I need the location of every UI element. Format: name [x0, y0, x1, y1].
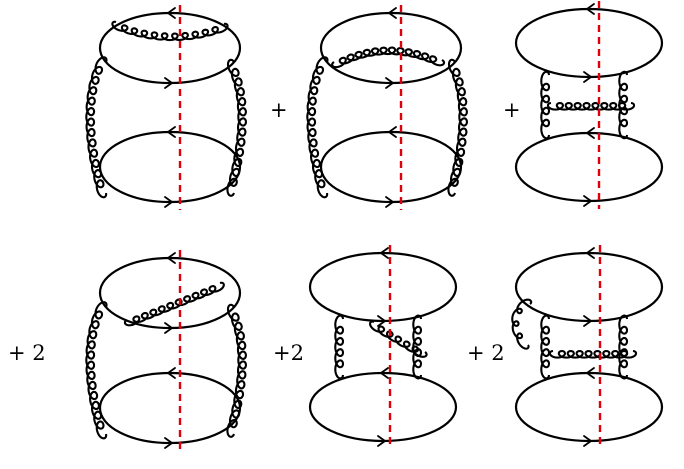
gluon-line	[123, 281, 225, 327]
fermion-loop	[98, 11, 242, 85]
diagram-2	[306, 5, 468, 210]
gluon-line	[369, 320, 428, 358]
gluon-line	[331, 46, 446, 69]
fermion-arrow	[164, 437, 174, 449]
fermion-loop	[319, 130, 463, 204]
gluon-line	[85, 56, 108, 199]
diagram-3	[514, 1, 664, 209]
diagram-4	[85, 250, 247, 451]
fermion-arrow	[379, 367, 389, 379]
fermion-arrow	[583, 195, 593, 207]
fermion-arrow	[377, 435, 387, 447]
diagram-1	[85, 5, 247, 210]
gluon-line	[447, 58, 468, 197]
plus-two-operator: + 2	[467, 341, 505, 365]
gluon-line	[548, 349, 638, 359]
fermion-arrow	[164, 322, 174, 334]
fermion-loop	[308, 251, 458, 323]
plus-two-operator: +2	[273, 341, 304, 365]
fermion-arrow	[585, 367, 595, 379]
fermion-arrow	[166, 252, 176, 264]
fermion-arrow	[585, 3, 595, 15]
gluon-line	[111, 20, 229, 42]
fermion-arrow	[377, 315, 387, 327]
fermion-arrow	[585, 247, 595, 259]
fermion-arrow	[385, 196, 395, 208]
gluon-line	[540, 314, 551, 380]
gluon-line	[306, 56, 329, 199]
fermion-arrow	[385, 77, 395, 89]
fermion-arrow	[379, 247, 389, 259]
fermion-arrow	[387, 7, 397, 19]
fermion-loop	[308, 371, 458, 443]
fermion-arrow	[166, 126, 176, 138]
fermion-loop	[98, 256, 242, 330]
fermion-loop	[514, 7, 664, 79]
fermion-arrow	[583, 435, 593, 447]
gluon-line	[540, 70, 551, 140]
diagram-5	[308, 245, 458, 449]
fermion-loop	[98, 130, 242, 204]
fermion-loop	[319, 11, 463, 85]
fermion-arrow	[164, 196, 174, 208]
gluon-line	[618, 314, 629, 380]
fermion-loop	[514, 371, 664, 443]
plus-operator: +	[503, 98, 521, 122]
fermion-arrow	[387, 126, 397, 138]
gluon-line	[511, 298, 533, 350]
fermion-arrow	[164, 77, 174, 89]
fermion-loop	[514, 251, 664, 323]
fermion-arrow	[166, 7, 176, 19]
gluon-line	[546, 101, 636, 111]
fermion-arrow	[583, 71, 593, 83]
plus-two-operator: + 2	[8, 341, 46, 365]
fermion-arrow	[585, 127, 595, 139]
fermion-loop	[514, 131, 664, 203]
fermion-arrow	[166, 367, 176, 379]
plus-operator: +	[270, 98, 288, 122]
gluon-line	[334, 314, 345, 380]
gluon-line	[226, 303, 247, 438]
gluon-line	[226, 58, 247, 197]
fermion-arrow	[583, 315, 593, 327]
gluon-line	[85, 301, 108, 440]
fermion-loop	[98, 371, 242, 445]
diagram-6	[511, 245, 664, 449]
